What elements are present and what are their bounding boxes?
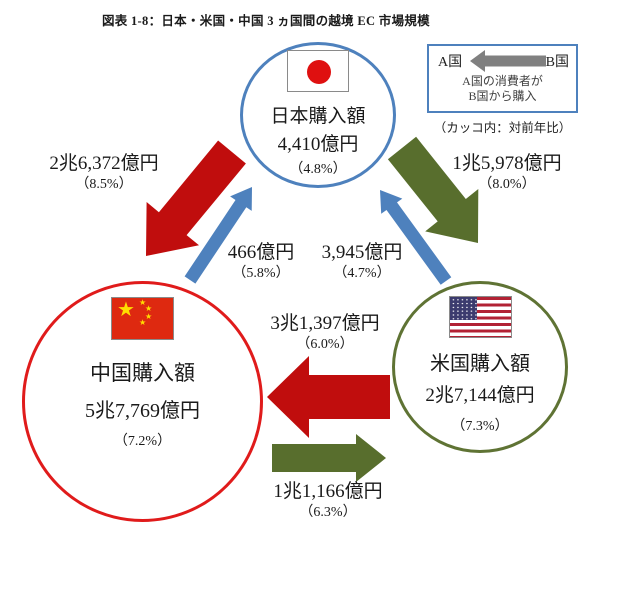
japan-yoy: （4.8%）: [289, 162, 347, 177]
china-flag-star: ★: [117, 299, 135, 321]
flow-label-japan-to-usa: 1兆5,978億円 （8.0%）: [452, 153, 561, 195]
legend-country-b-label: B国: [545, 55, 569, 70]
usa-value: 2兆7,144億円: [425, 385, 535, 406]
usa-flag-icon: [448, 296, 512, 338]
japan-flag-icon: [287, 50, 349, 92]
japan-label: 日本購入額: [270, 106, 366, 127]
japan-value: 4,410億円: [277, 134, 359, 155]
china-flag-star: ★: [139, 318, 147, 327]
flow-yoy: （5.8%）: [232, 266, 290, 281]
legend-description-line2: B国から購入: [468, 89, 537, 103]
japan-flag-disc: [307, 60, 331, 84]
node-japan: 日本購入額 4,410億円 （4.8%）: [240, 42, 396, 188]
flow-yoy: （6.0%）: [296, 337, 354, 352]
china-flag-icon: ★ ★ ★ ★ ★: [111, 297, 174, 340]
flow-label-usa-to-china: 3兆1,397億円 （6.0%）: [270, 313, 379, 355]
flow-label-japan-to-china: 2兆6,372億円 （8.5%）: [49, 153, 158, 195]
china-flag-star: ★: [139, 298, 147, 307]
legend-description-line1: A国の消費者が: [462, 74, 543, 88]
legend-countries: A国 B国: [429, 46, 576, 71]
china-flag-star: ★: [145, 304, 153, 313]
flow-value: 466億円: [227, 242, 295, 263]
flow-value: 2兆6,372億円: [49, 153, 159, 174]
china-label: 中国購入額: [90, 361, 195, 385]
arrow-usa-to-china: [267, 356, 390, 438]
arrow-china-to-japan: [184, 187, 252, 284]
flow-yoy: （8.0%）: [478, 177, 536, 192]
usa-flag-canton: [449, 297, 477, 320]
flow-yoy: （6.3%）: [299, 505, 357, 520]
legend-country-a-label: A国: [438, 55, 463, 70]
flow-value: 1兆1,166億円: [273, 481, 383, 502]
flow-value: 3兆1,397億円: [270, 313, 380, 334]
arrow-legend: [470, 50, 546, 72]
arrow-china-to-usa: [272, 434, 386, 482]
china-flag-star: ★: [145, 312, 153, 321]
figure-title: 図表 1-8：日本・米国・中国 3 ヵ国間の越境 EC 市場規模: [101, 14, 430, 28]
flow-value: 3,945億円: [321, 242, 403, 263]
legend-description: A国の消費者が B国から購入: [429, 74, 576, 104]
flow-yoy: （8.5%）: [75, 177, 133, 192]
node-usa: 米国購入額 2兆7,144億円 （7.3%）: [392, 281, 568, 453]
flow-value: 1兆5,978億円: [452, 153, 562, 174]
china-yoy: （7.2%）: [113, 434, 172, 449]
arrow-japan-to-usa: [387, 136, 479, 243]
usa-label: 米国購入額: [430, 353, 530, 375]
usa-yoy: （7.3%）: [451, 419, 509, 434]
flow-label-china-to-usa: 1兆1,166億円 （6.3%）: [273, 481, 382, 523]
flow-yoy: （4.7%）: [333, 266, 391, 281]
node-china: ★ ★ ★ ★ ★ 中国購入額 5兆7,769億円 （7.2%）: [22, 281, 263, 522]
arrow-japan-to-china: [146, 140, 246, 256]
flow-label-china-to-japan: 466億円 （5.8%）: [228, 242, 295, 284]
china-value: 5兆7,769億円: [85, 400, 200, 422]
flow-label-usa-to-japan: 3,945億円 （4.7%）: [322, 242, 403, 284]
legend-note: （カッコ内：対前年比）: [433, 121, 572, 135]
arrow-usa-to-japan: [380, 190, 452, 285]
